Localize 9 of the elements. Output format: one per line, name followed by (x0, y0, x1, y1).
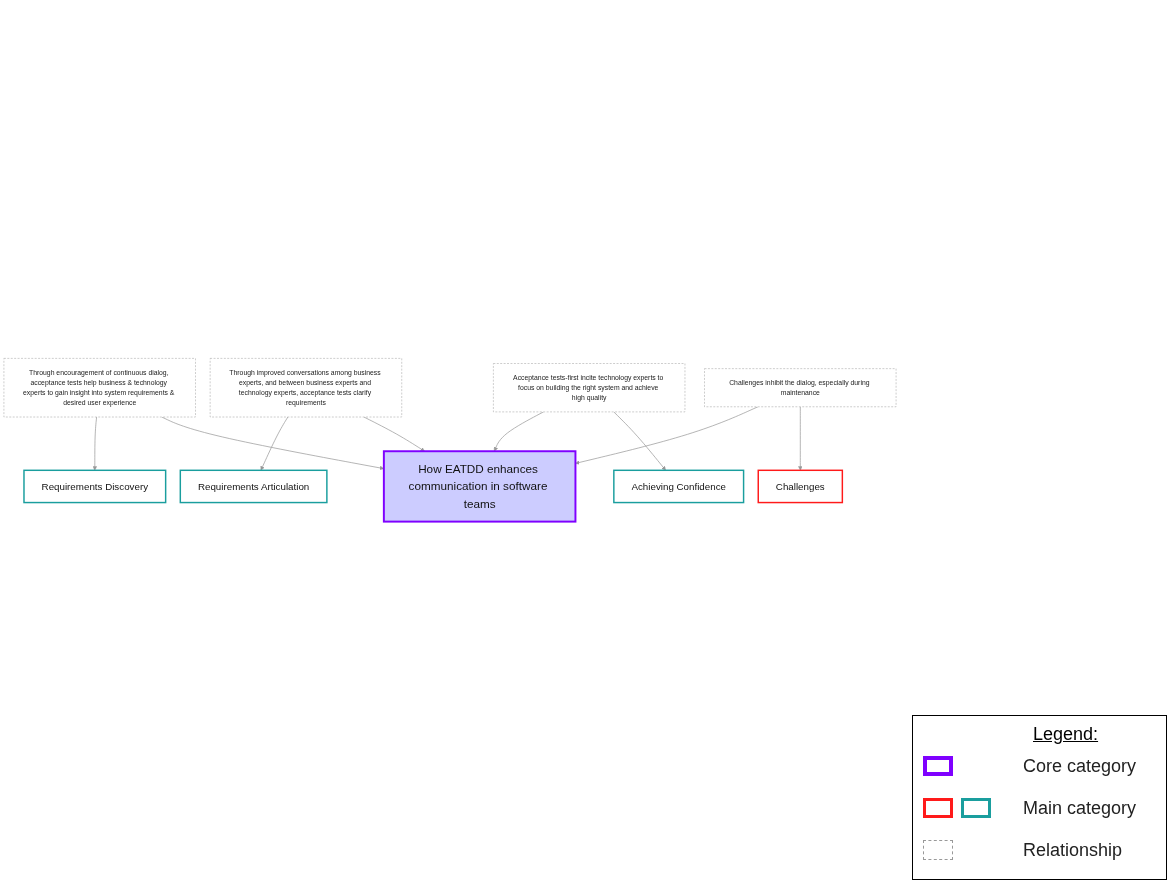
node-box: Requirements Articulation (179, 469, 328, 504)
legend-heading: Legend: (1033, 724, 1099, 745)
node-box: Challenges (757, 469, 844, 504)
legend-label: Core category (1023, 755, 1137, 777)
legend-label: Relationship (1023, 839, 1123, 861)
node-box: Achieving Confidence (613, 469, 745, 504)
node-box: How EATDD enhances communication in software teams (382, 450, 577, 523)
legend-label: Main category (1023, 797, 1137, 819)
node-box: Requirements Discovery (23, 469, 167, 504)
